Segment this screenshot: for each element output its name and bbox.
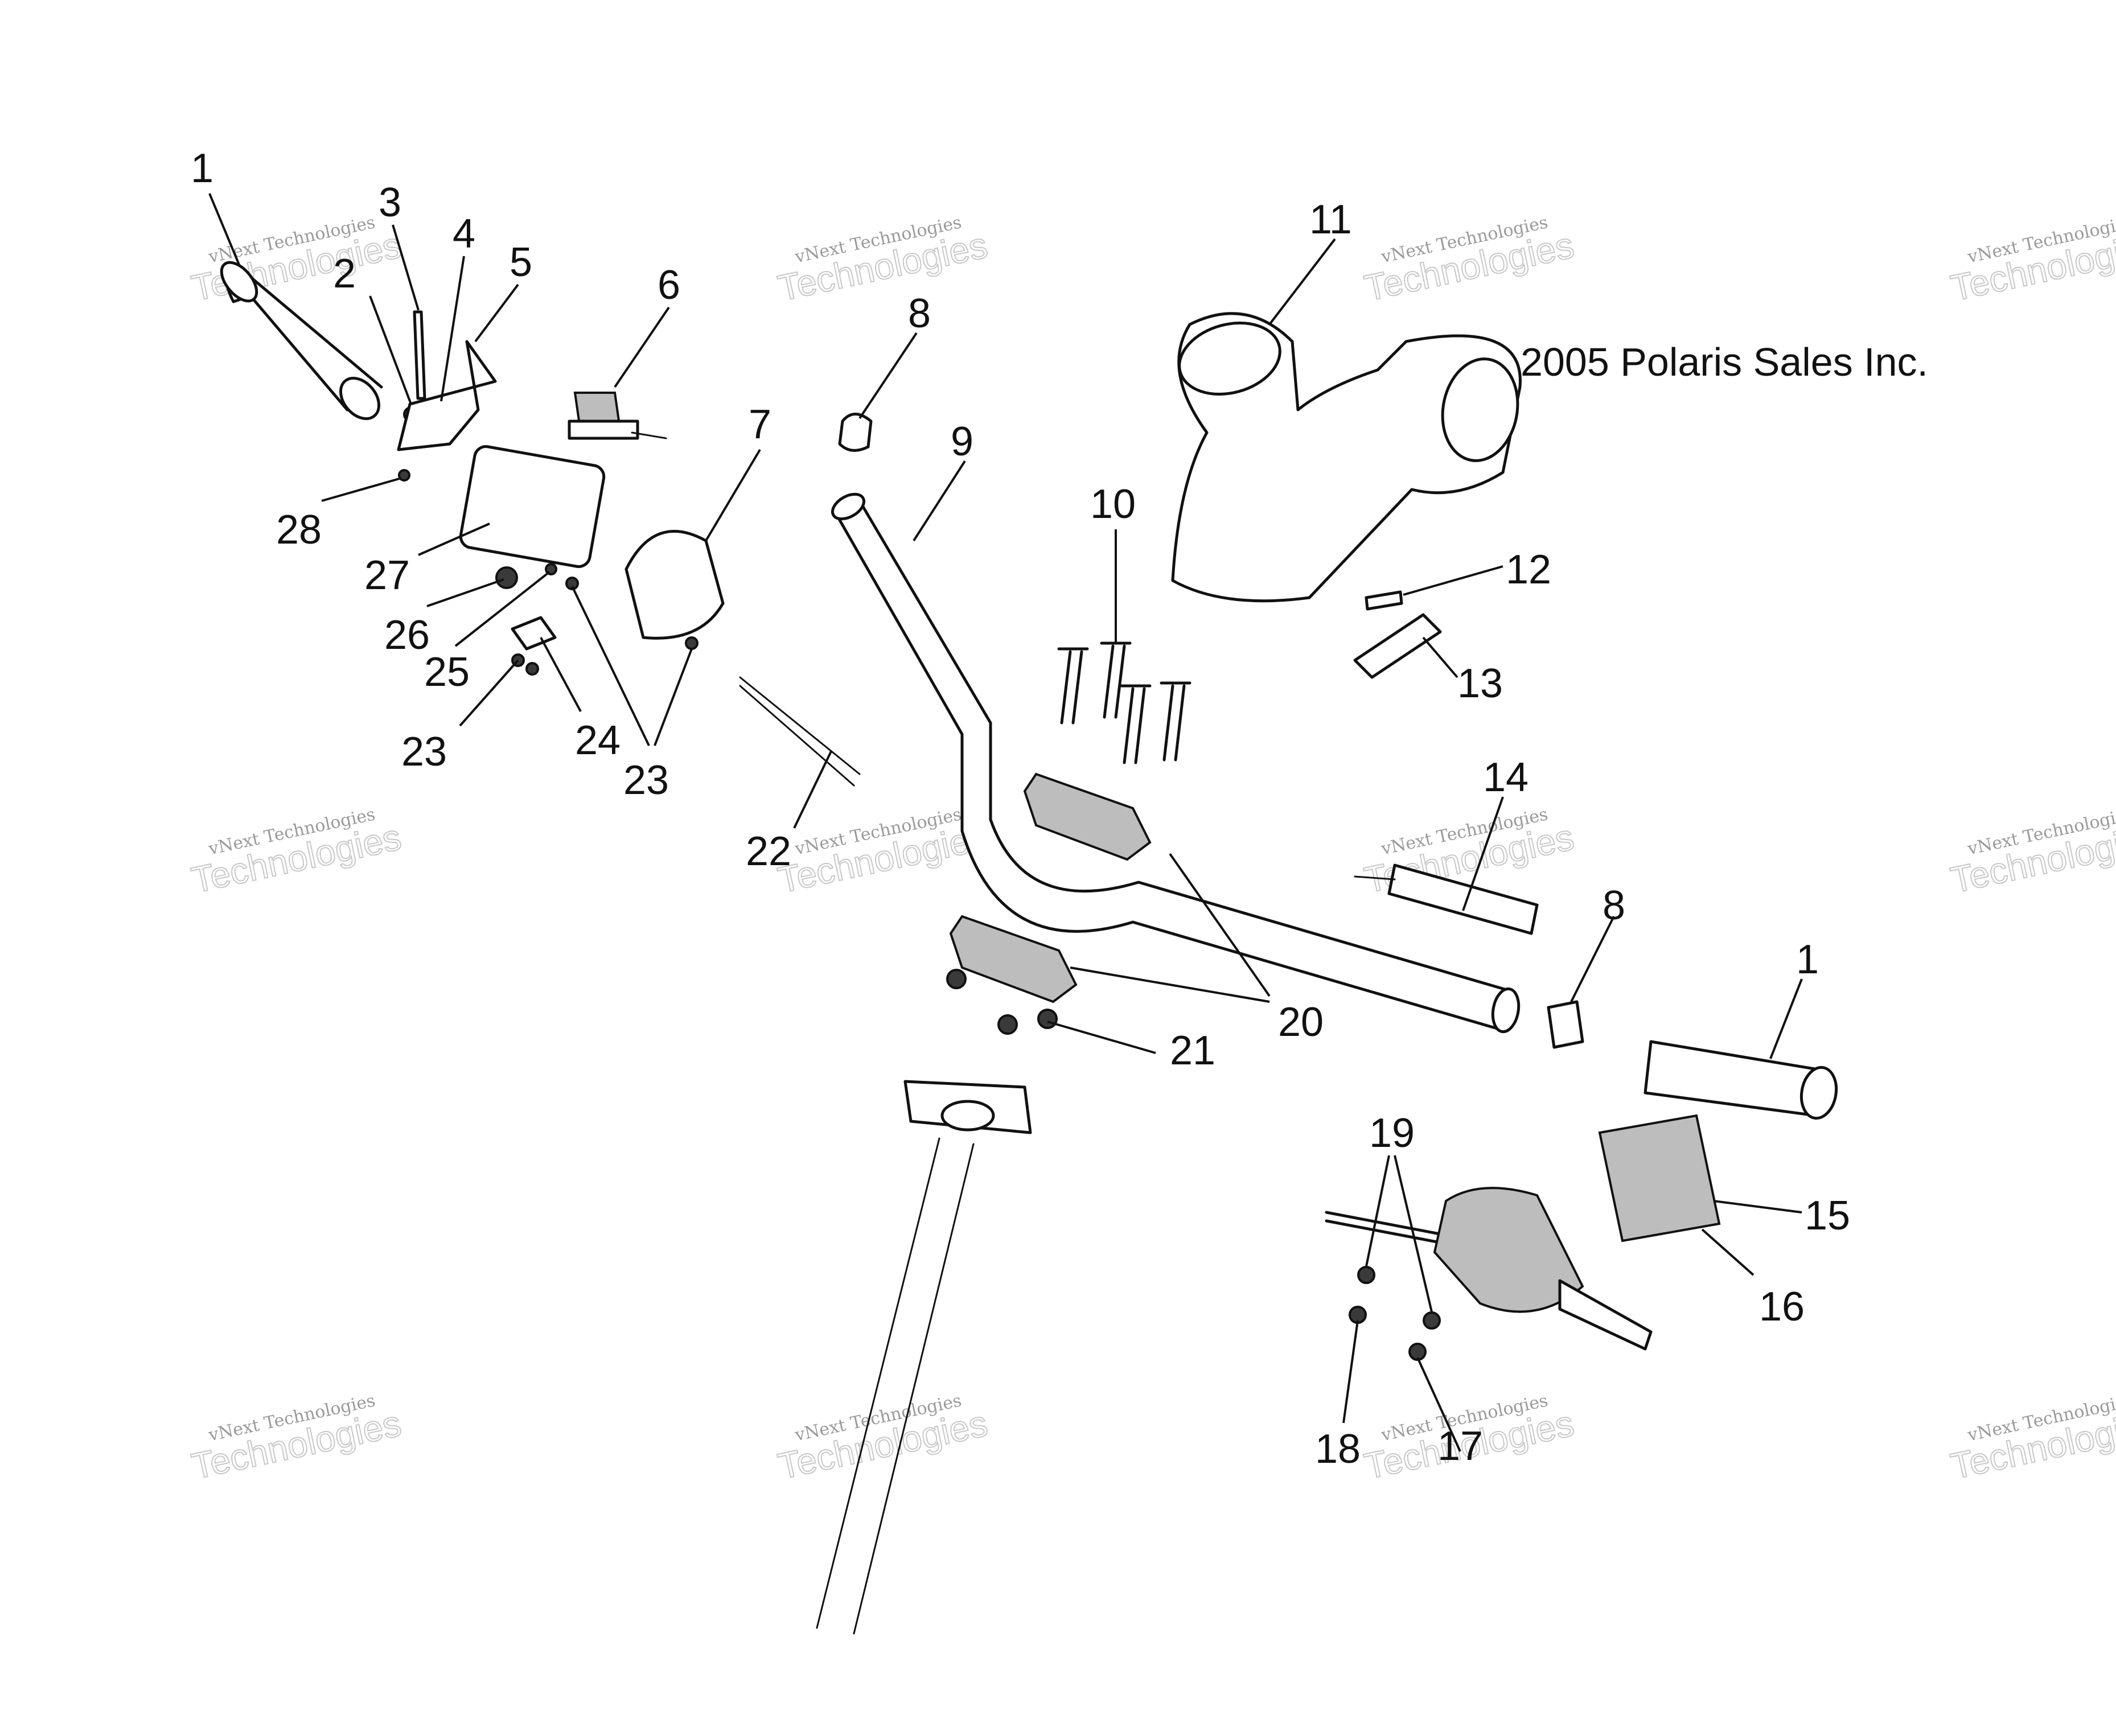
- callout-15: 15: [1805, 1193, 1850, 1239]
- callout-27: 27: [364, 553, 410, 598]
- watermark: vNext Technologies Technologies: [1946, 804, 2116, 901]
- part-bushing-8-lower: [1547, 1000, 1584, 1049]
- callout-23-right: 23: [623, 758, 669, 803]
- part-throttle-housing-27: [459, 445, 606, 568]
- part-handlebar-9: [831, 492, 1521, 1034]
- callout-28: 28: [276, 507, 322, 553]
- callout-8-upper: 8: [908, 291, 931, 336]
- part-plate-24: [511, 616, 557, 651]
- part-grip-right: [1644, 1040, 1838, 1120]
- part-bolts-10: [1057, 641, 1191, 764]
- callout-17: 17: [1437, 1424, 1483, 1469]
- callout-5: 5: [510, 240, 532, 285]
- part-steering-post: [816, 1080, 1032, 1635]
- part-cap-26: [495, 566, 518, 589]
- watermark: vNext Technologies Technologies: [1946, 212, 2116, 309]
- part-clamp-20-lower: [949, 915, 1078, 1003]
- callout-16: 16: [1759, 1284, 1805, 1330]
- part-handlebar-cover-11: [1171, 312, 1522, 603]
- part-screw-23d: [685, 636, 699, 650]
- part-throttle-lever-5: [397, 340, 497, 451]
- callout-19: 19: [1369, 1110, 1415, 1156]
- callout-2: 2: [333, 251, 356, 297]
- part-screw-23b: [525, 662, 539, 676]
- callout-20: 20: [1278, 999, 1324, 1045]
- parts: [220, 261, 1838, 1635]
- part-plug-8-upper: [838, 413, 873, 452]
- callout-14: 14: [1483, 755, 1529, 800]
- callouts: 1 2 3 4 5 6 7 8 9 10 11 12 13 14 8 1 15 …: [191, 146, 1850, 1472]
- callout-7: 7: [749, 402, 771, 447]
- callout-6: 6: [658, 262, 680, 308]
- copyright-notice: © 2005 Polaris Sales Inc.: [1480, 340, 1928, 384]
- part-screw-23c: [565, 577, 579, 590]
- part-pin-3: [413, 310, 426, 400]
- watermark: vNext Technologies Technologies: [774, 1391, 991, 1487]
- watermark: vNext Technologies Technologies: [774, 212, 991, 309]
- callout-12: 12: [1506, 547, 1551, 593]
- callout-13: 13: [1457, 661, 1503, 706]
- callout-21: 21: [1170, 1028, 1215, 1073]
- part-switch-6: [568, 392, 667, 440]
- part-brake-assembly: [1325, 1114, 1721, 1351]
- callout-3: 3: [379, 180, 401, 225]
- part-bracket-13: [1353, 613, 1442, 679]
- callout-1-left: 1: [191, 146, 213, 191]
- part-housing-cover-7: [624, 529, 725, 640]
- watermark: vNext Technologies Technologies: [187, 804, 405, 901]
- callout-11: 11: [1309, 197, 1352, 242]
- watermark: vNext Technologies Technologies: [1946, 1391, 2116, 1487]
- callout-26: 26: [384, 612, 430, 658]
- callout-10: 10: [1090, 482, 1136, 527]
- callout-25: 25: [424, 649, 470, 695]
- part-bolts-17-18-19: [1349, 1266, 1441, 1361]
- part-clamp-20-upper: [1023, 772, 1152, 861]
- part-heated-grip-14: [1354, 863, 1539, 935]
- callout-23-left: 23: [401, 729, 447, 775]
- callout-8-lower: 8: [1603, 883, 1625, 928]
- leader-lines: [208, 193, 1803, 1452]
- callout-1-right: 1: [1796, 937, 1819, 982]
- part-pin-28: [398, 469, 410, 482]
- watermark: vNext Technologies Technologies: [774, 804, 991, 901]
- callout-9: 9: [951, 419, 973, 464]
- watermark: vNext Technologies Technologies: [187, 212, 405, 309]
- callout-4: 4: [453, 211, 475, 257]
- part-screw-12: [1365, 590, 1403, 611]
- watermark: vNext Technologies Technologies: [187, 1391, 405, 1487]
- callout-24: 24: [575, 718, 621, 763]
- callout-18: 18: [1315, 1426, 1361, 1472]
- callout-22: 22: [746, 829, 791, 874]
- part-grip-left: [220, 261, 383, 421]
- part-cable-22: [739, 676, 861, 787]
- watermark: vNext Technologies Technologies: [1360, 212, 1577, 309]
